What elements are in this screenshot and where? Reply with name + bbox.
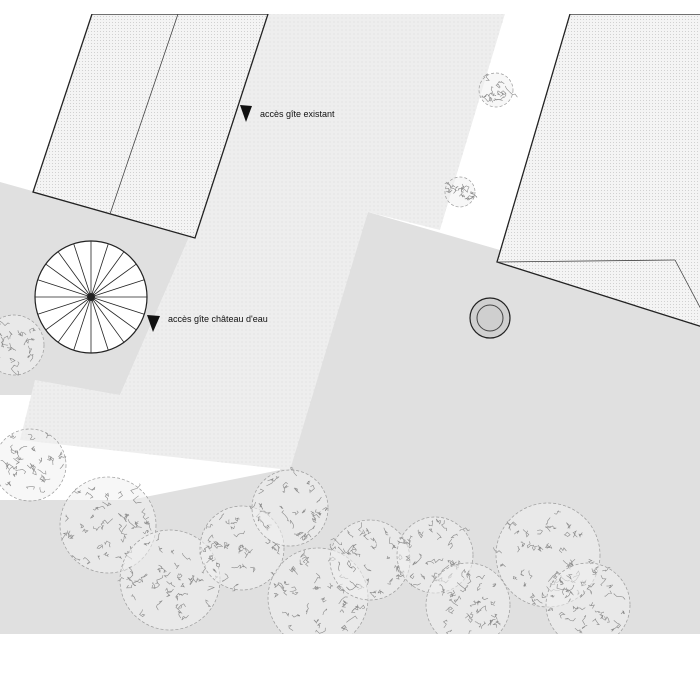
tree-icon [249, 466, 329, 547]
path-main [20, 14, 505, 470]
tree-icon [117, 529, 221, 631]
round-tower [34, 240, 148, 354]
tree-icon [478, 72, 518, 108]
tree-icon [0, 428, 67, 502]
tree-icon [425, 562, 511, 634]
tree-icon [0, 314, 45, 376]
label-access-existing: accès gîte existant [260, 109, 335, 119]
arrow-marker-icon [147, 315, 160, 332]
building-west [32, 14, 269, 239]
arrow-marker-icon [240, 105, 252, 122]
building-east [496, 14, 700, 327]
access-marker-water-tower: accès gîte château d'eau [147, 314, 268, 332]
tree-icon [444, 176, 478, 208]
tree-icon [545, 562, 631, 634]
access-marker-existing: accès gîte existant [240, 105, 335, 122]
tree-group [0, 72, 631, 634]
well-icon [469, 297, 511, 339]
label-access-water-tower: accès gîte château d'eau [168, 314, 268, 324]
